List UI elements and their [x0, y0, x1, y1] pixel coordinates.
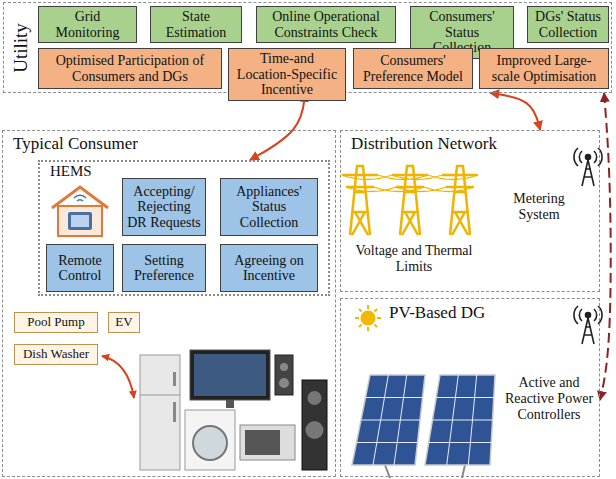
panel-title: Utility [10, 23, 32, 73]
group-title: HEMS [50, 163, 92, 180]
appliance-box: Pool Pump [14, 312, 98, 333]
appliances-picture [140, 350, 327, 470]
antenna-icon [574, 148, 602, 166]
function-box: DGs' Status Collection [527, 6, 609, 43]
box-label: Grid Monitoring [42, 9, 133, 40]
house-icon [71, 215, 89, 227]
panel-title: Distribution Network [351, 134, 497, 154]
pylons [342, 166, 478, 235]
appliances-picture [185, 410, 235, 470]
house-icon [58, 206, 102, 236]
box-label: Agreeing on Incentive [224, 253, 314, 284]
house-icon [52, 187, 108, 208]
sun-icon [355, 305, 381, 331]
house-icon [68, 212, 92, 230]
appliances-picture [240, 425, 295, 460]
antenna-icon [582, 160, 594, 186]
appliances-picture [173, 372, 176, 386]
box-label: Dish Washer [23, 347, 89, 361]
panel-title: PV-Based DG [389, 303, 485, 323]
box-label: DGs' Status Collection [531, 9, 605, 40]
hems-function-box: Setting Preference [122, 244, 206, 292]
appliances-picture [140, 355, 180, 470]
appliances-picture [279, 378, 289, 388]
house-icon [52, 187, 108, 236]
box-label: Consumers' Preference Model [357, 53, 469, 84]
box-label: Time-and Location-Specific Incentive [232, 51, 342, 97]
box-label: EV [115, 315, 132, 329]
box-label: State Estimation [154, 9, 238, 40]
appliances-picture [302, 380, 327, 470]
antenna-icon [574, 306, 602, 324]
antenna-icon [582, 318, 594, 344]
appliance-link-arrow [102, 356, 134, 398]
hems-function-box: Accepting/ Rejecting DR Requests [122, 178, 206, 236]
function-box: Online Operational Constraints Check [256, 6, 396, 43]
function-box: State Estimation [150, 6, 242, 43]
appliances-picture [194, 354, 266, 396]
function-box: Optimised Participation of Consumers and… [38, 48, 222, 89]
sun-icon [355, 305, 381, 331]
appliance-box: Dish Washer [14, 344, 98, 365]
appliances-picture [190, 350, 270, 400]
function-box: Grid Monitoring [38, 6, 137, 43]
solar-panels [352, 375, 495, 478]
solar-panels [357, 375, 494, 465]
appliances-picture [275, 355, 293, 395]
pylons [342, 175, 478, 192]
box-label: Online Operational Constraints Check [260, 9, 392, 40]
function-box: Time-and Location-Specific Incentive [228, 48, 346, 101]
antenna-icon [574, 148, 602, 186]
utility-panel: Utility Grid Monitoring State Estimation On… [3, 2, 612, 93]
pv-panel: PV-Based DG Active and Reactive Power Con… [340, 298, 600, 477]
antenna-icon [586, 155, 591, 160]
house-icon [74, 195, 86, 201]
connector-arrow [250, 93, 305, 160]
function-box: Consumers' Preference Model [353, 48, 473, 89]
connector-arrow [600, 93, 611, 400]
consumer-panel: Typical ConsumerHEMS Accepting/ Rejecting… [2, 130, 336, 477]
appliances-picture [173, 402, 176, 422]
sun-icon [361, 311, 376, 326]
limit-label: Voltage and Thermal Limits [347, 243, 481, 275]
appliances-picture [226, 400, 234, 408]
antenna-icon [586, 313, 591, 318]
appliances-picture [308, 391, 322, 405]
appliance-link-arrow [102, 356, 134, 398]
hems-function-box: Agreeing on Incentive [220, 244, 318, 292]
controller-label: Active and Reactive Power Controllers [503, 375, 595, 423]
hems-function-box: Remote Control [46, 244, 114, 292]
box-label: Setting Preference [126, 253, 202, 284]
box-label: Optimised Participation of Consumers and… [42, 53, 218, 84]
appliances-picture [140, 395, 180, 396]
connector-arrow [490, 93, 540, 130]
hems-function-box: Appliances' Status Collection [220, 178, 318, 236]
box-label: Pool Pump [27, 315, 84, 329]
box-label: Appliances' Status Collection [224, 184, 314, 230]
box-label: Remote Control [50, 253, 110, 284]
appliances-picture [280, 363, 288, 371]
metering-label: Metering System [497, 191, 581, 223]
network-panel: Distribution NetworkVoltage and Thermal … [340, 130, 600, 292]
box-label: Accepting/ Rejecting DR Requests [126, 184, 202, 230]
appliances-picture [306, 421, 324, 439]
function-box: Improved Large-scale Optimisation [479, 48, 609, 89]
appliances-picture [245, 430, 280, 455]
antenna-icon [574, 306, 602, 344]
appliances-picture [193, 426, 227, 460]
box-label: Improved Large-scale Optimisation [483, 53, 605, 84]
appliance-box: EV [108, 312, 140, 333]
panel-title: Typical Consumer [13, 134, 138, 154]
hems-group: HEMS Accepting/ Rejecting DR Requests Appl… [38, 160, 330, 296]
